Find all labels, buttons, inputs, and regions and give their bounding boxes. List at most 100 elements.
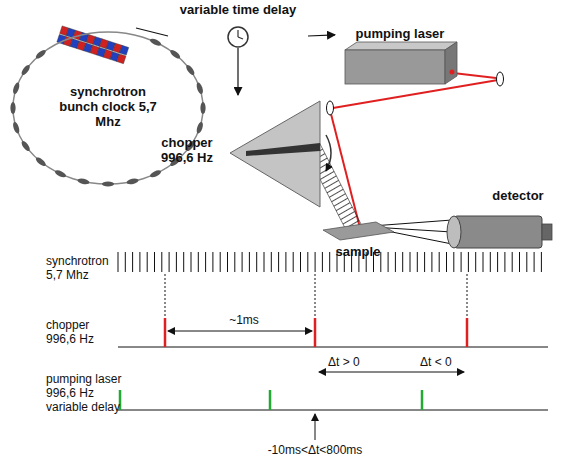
- drawing-part: [205, 252, 206, 272]
- drawing-part: [264, 252, 265, 272]
- drawing-part: [327, 101, 334, 115]
- drawing-part: [395, 252, 396, 272]
- drawing-part: [164, 318, 167, 347]
- drawing-part: [453, 73, 496, 78]
- drawing-part: [212, 252, 213, 272]
- drawing-part: [169, 49, 182, 61]
- drawing-part: [200, 102, 205, 114]
- node-label: detector: [480, 188, 556, 203]
- drawing-part: [120, 45, 129, 55]
- connector: [237, 48, 238, 95]
- timing-label: synchrotron 5,7 Mhz: [46, 254, 118, 282]
- drawing-part: [445, 42, 457, 84]
- drawing-part: [323, 222, 394, 240]
- timing-label: -10ms<Δt<800ms: [255, 443, 375, 457]
- drawing-part: [468, 252, 469, 272]
- drawing-part: [285, 252, 286, 272]
- drawing-part: [195, 121, 204, 134]
- timing-label: Δt > 0: [328, 355, 388, 369]
- drawing-part: [176, 252, 177, 272]
- bunch-ticks: [118, 252, 541, 272]
- drawing-part: [242, 252, 243, 272]
- drawing-part: [230, 101, 320, 207]
- connector: [136, 28, 168, 36]
- drawing-part: [154, 252, 155, 272]
- drawing-part: [161, 252, 162, 272]
- drawing-part: [228, 27, 248, 47]
- drawing-part: [117, 54, 126, 64]
- drawing-part: [118, 410, 548, 411]
- drawing-part: [497, 72, 504, 86]
- timing-label: Δt < 0: [420, 355, 480, 369]
- diagram-node: sample: [318, 220, 398, 266]
- drawing-part: [483, 252, 484, 272]
- drawing-part: [466, 318, 469, 347]
- drawing-part: [447, 216, 461, 248]
- drawing-part: [220, 252, 221, 272]
- undulator: [57, 26, 129, 64]
- drawing-part: [125, 252, 126, 272]
- drawing-part: [322, 252, 323, 272]
- drawing-part: [185, 64, 196, 77]
- drawing-part: [461, 252, 462, 272]
- drawing-part: [54, 169, 67, 179]
- drawing-part: [293, 252, 294, 272]
- drawing-part: [450, 70, 455, 75]
- drawing-part: [410, 252, 411, 272]
- drawing-part: [147, 252, 148, 272]
- drawing-part: [139, 252, 140, 272]
- drawing-part: [421, 390, 424, 410]
- drawing-part: [168, 331, 312, 332]
- diagram-node: detector: [430, 188, 560, 260]
- drawing-part: [126, 178, 139, 186]
- connector: [308, 35, 335, 36]
- drawing-part: [246, 143, 320, 156]
- drawing-part: [424, 252, 425, 272]
- drawing-part: [300, 252, 301, 272]
- drawing-part: [34, 49, 47, 61]
- drawing-part: [439, 252, 440, 272]
- timing-label: chopper 996,6 Hz: [46, 318, 116, 346]
- drawing-part: [269, 390, 272, 410]
- drawing-part: [118, 347, 548, 348]
- drawing-part: [249, 252, 250, 272]
- drawing-part: [475, 252, 476, 272]
- drawing-part: [402, 252, 403, 272]
- diagram-node: pumping laser: [335, 28, 465, 90]
- drawing-part: [191, 252, 192, 272]
- timing-lines: [118, 274, 548, 440]
- timing-label: pumping laser 996,6 Hz variable delay: [46, 372, 136, 414]
- drawing-part: [237, 30, 238, 37]
- drawing-part: [195, 82, 204, 95]
- drawing-part: [497, 252, 498, 272]
- drawing-part: [234, 252, 235, 272]
- drawing-part: [453, 252, 454, 272]
- node-label: synchrotron bunch clock 5,7 Mhz: [56, 84, 160, 129]
- timing-label: ~1ms: [214, 313, 274, 327]
- chopper-pulses: [165, 318, 467, 347]
- drawing-part: [238, 37, 243, 39]
- drawing-part: [329, 252, 330, 272]
- drawing-part: [183, 252, 184, 272]
- drawing-part: [541, 252, 542, 272]
- drawing-part: [388, 252, 389, 272]
- drawing-part: [165, 274, 166, 318]
- drawing-part: [454, 216, 542, 248]
- drawing-part: [534, 252, 535, 272]
- drawing-part: [490, 252, 491, 272]
- drawing-part: [319, 372, 464, 373]
- drawing-part: [227, 252, 228, 272]
- drawing-part: [271, 252, 272, 272]
- drawing-part: [345, 42, 457, 50]
- drawing-part: [149, 37, 162, 47]
- diagram-node: chopper 996,6 Hz: [150, 95, 325, 210]
- drawing-part: [372, 220, 452, 226]
- drawing-part: [431, 252, 432, 272]
- drawing-part: [102, 181, 114, 186]
- drawing-part: [314, 318, 317, 347]
- drawing-part: [77, 178, 90, 186]
- drawing-part: [526, 252, 527, 272]
- drawing-part: [446, 252, 447, 272]
- drawing-part: [12, 121, 21, 134]
- drawing-part: [12, 82, 21, 95]
